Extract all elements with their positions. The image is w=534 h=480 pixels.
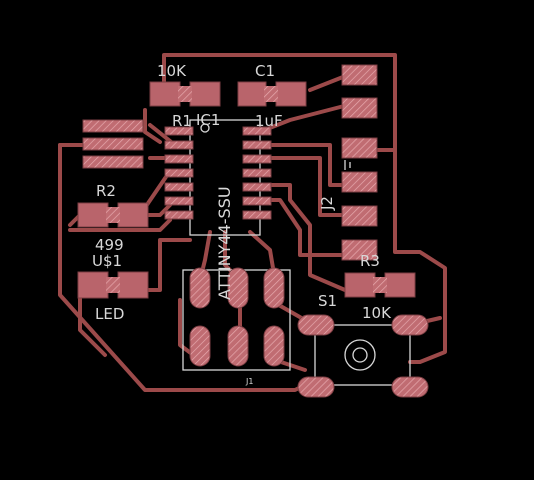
- ic-value-label: ATTINY44-SSU: [215, 186, 234, 300]
- r2-value-label: 499: [95, 236, 124, 254]
- r1-name-label: R1: [172, 112, 192, 130]
- ic-name-label: IC1: [196, 111, 220, 129]
- switch-outline: [314, 324, 411, 386]
- r1-value-label: 10K: [157, 62, 187, 80]
- j2-name-label: J2: [318, 196, 336, 211]
- r3-name-label: R3: [360, 252, 380, 270]
- c1-name-label: C1: [255, 62, 275, 80]
- switch-button-outer: [344, 339, 376, 371]
- r3-value-label: 10K: [362, 304, 392, 322]
- s1-name-label: S1: [318, 292, 337, 310]
- j1-name-label: J1: [245, 377, 253, 386]
- ic-pin1-marker: [200, 123, 210, 133]
- component-labels: 10K C1 R1 IC1 1uF ATTINY44-SSU J2 R2 499…: [92, 62, 392, 386]
- led-name-label: U$1: [92, 252, 122, 270]
- pads: [77, 64, 429, 398]
- switch-button-inner: [352, 347, 368, 363]
- c1-value-label: 1uF: [255, 112, 283, 130]
- led-value-label: LED: [95, 305, 124, 323]
- r2-name-label: R2: [96, 182, 116, 200]
